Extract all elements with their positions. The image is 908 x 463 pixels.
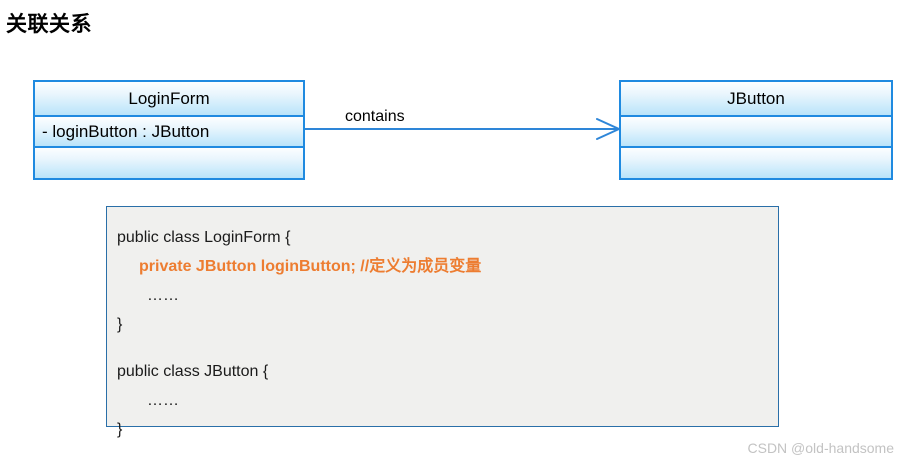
- class-attributes-compartment-jbutton: [621, 115, 891, 146]
- code-blank-line: [117, 339, 778, 357]
- class-name-compartment-loginform: LoginForm: [35, 82, 303, 115]
- uml-class-loginform[interactable]: LoginForm - loginButton : JButton: [33, 80, 305, 180]
- association-arrowhead-icon: [596, 118, 620, 140]
- class-name-label-jbutton: JButton: [727, 88, 785, 108]
- code-line: ……: [147, 392, 179, 409]
- code-line: public class LoginForm {: [117, 229, 291, 246]
- association-label-contains: contains: [345, 108, 405, 125]
- class-operations-compartment-jbutton: [621, 146, 891, 178]
- class-name-compartment-jbutton: JButton: [621, 82, 891, 115]
- code-line: }: [117, 421, 123, 438]
- code-line-highlighted: private JButton loginButton; //定义为成员变量: [139, 258, 482, 275]
- code-block: public class LoginForm { private JButton…: [106, 206, 779, 438]
- class-attribute-loginbutton: - loginButton : JButton: [42, 121, 210, 141]
- code-line: }: [117, 316, 123, 333]
- code-line: ……: [147, 287, 179, 304]
- class-name-label-loginform: LoginForm: [128, 88, 210, 108]
- code-line: public class JButton {: [117, 363, 269, 380]
- watermark: CSDN @old-handsome: [747, 440, 895, 456]
- page-title: 关联关系: [6, 13, 92, 36]
- class-attributes-compartment-loginform: - loginButton : JButton: [35, 115, 303, 146]
- uml-class-jbutton[interactable]: JButton: [619, 80, 893, 180]
- class-operations-compartment-loginform: [35, 146, 303, 178]
- association-line: [305, 128, 619, 130]
